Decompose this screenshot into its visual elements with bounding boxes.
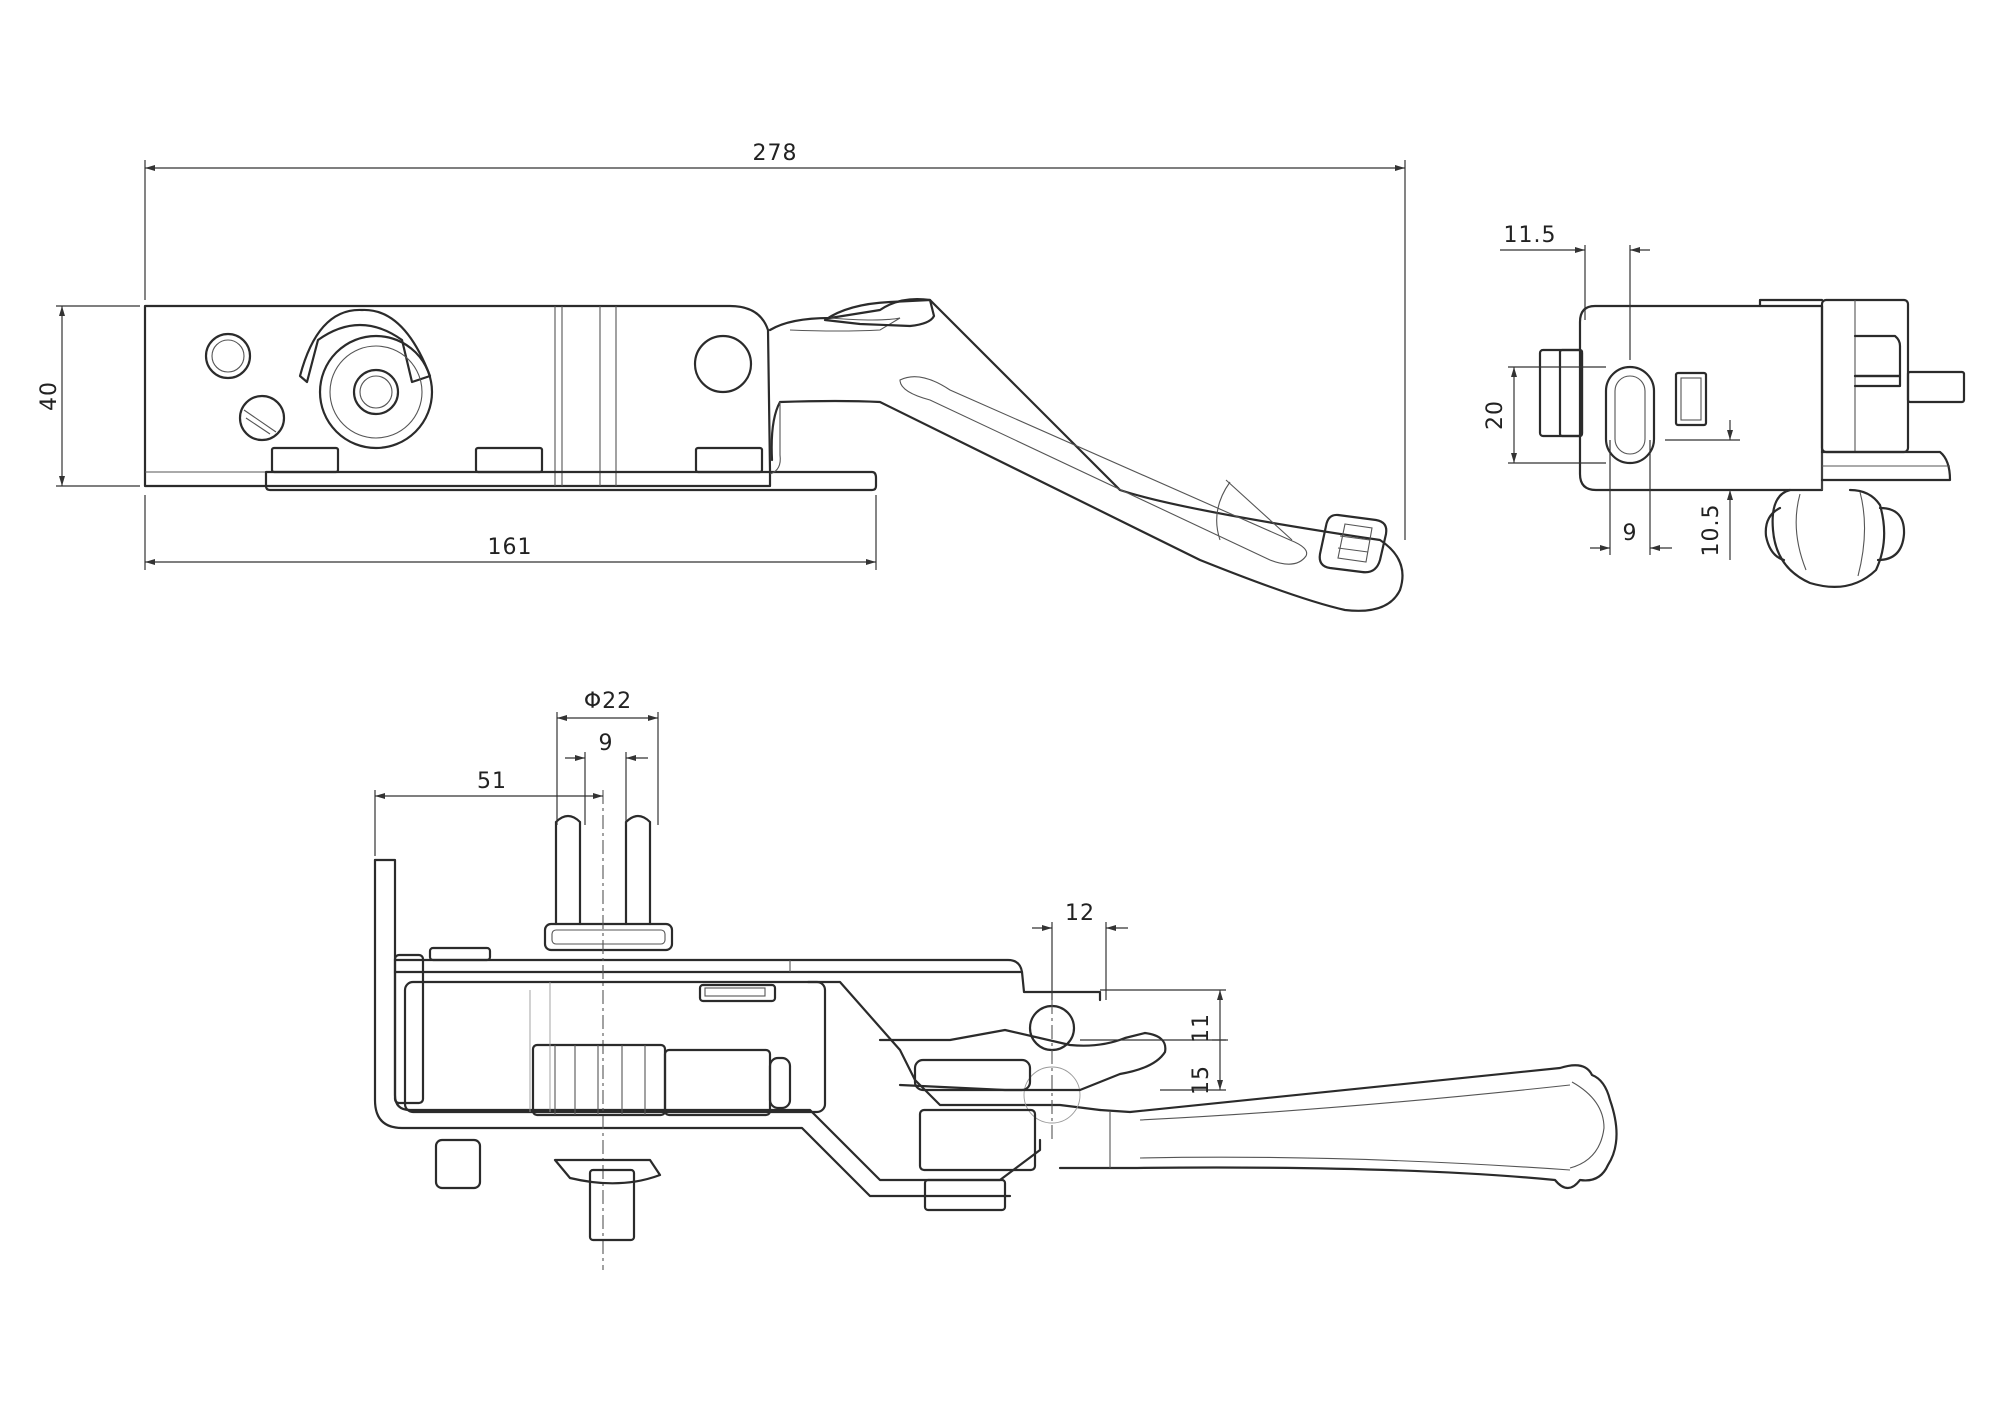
pin-assembly	[434, 790, 674, 1270]
dim-slot-height: 20	[1483, 366, 1606, 464]
pivot-pin	[693, 334, 753, 394]
end-roller	[1764, 488, 1906, 588]
dim-base-length-text: 161	[488, 535, 533, 560]
cam-assembly	[204, 308, 434, 450]
dim-pin-diameter-text: Φ22	[584, 689, 632, 714]
dim-offset-top-text: 11.5	[1504, 223, 1557, 248]
mount-bracket	[373, 858, 1042, 1198]
dim-pin-offset-text: 51	[477, 769, 507, 794]
side-view: 278 40 161	[37, 141, 1406, 612]
dim-lever-offset: 12	[1032, 901, 1128, 1000]
dim-offset-top: 11.5	[1500, 223, 1650, 360]
dim-overall-length: 278	[144, 141, 1406, 540]
dim-pin-offset: 51	[374, 769, 603, 856]
end-view: 11.5 20 9 10.5	[1483, 223, 1966, 588]
end-slot	[1604, 365, 1708, 465]
dim-slot-width-text: 9	[1623, 521, 1638, 546]
base-plate	[264, 446, 878, 492]
top-plate	[393, 946, 1102, 1002]
dim-slot-height-text: 20	[1483, 400, 1508, 430]
dim-pin-spacing: 9	[565, 731, 648, 825]
dim-height-a-text: 15	[1189, 1065, 1214, 1095]
dim-height-text: 40	[37, 381, 62, 411]
dim-height-b-text: 11	[1189, 1013, 1214, 1043]
dim-slot-width: 9	[1590, 440, 1672, 555]
dim-slot-offset: 10.5	[1665, 420, 1740, 560]
gear-mechanism	[403, 980, 827, 1117]
dim-lever-offset-text: 12	[1065, 901, 1095, 926]
dim-overall-length-text: 278	[753, 141, 798, 166]
dim-base-length: 161	[144, 495, 877, 570]
top-lever	[806, 980, 1618, 1212]
dim-pin-spacing-text: 9	[599, 731, 614, 756]
dim-height: 40	[37, 305, 140, 487]
end-body	[1538, 298, 1966, 492]
top-view: Φ22 9 51 12 15 11	[373, 689, 1618, 1270]
lever-handle	[768, 298, 1404, 612]
dim-heights: 15 11	[1080, 989, 1228, 1095]
latch-body	[143, 304, 772, 488]
dim-pin-diameter: Φ22	[556, 689, 659, 825]
dim-slot-offset-text: 10.5	[1699, 504, 1724, 557]
